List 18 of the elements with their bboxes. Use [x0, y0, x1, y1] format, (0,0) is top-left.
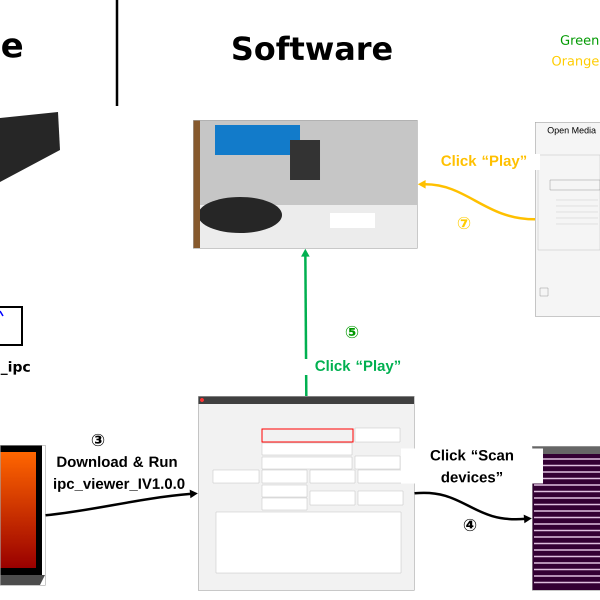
edge-label: Download & Run ipc_viewer_IV1.0.0 [54, 456, 184, 492]
terminal-screenshot [532, 446, 600, 591]
file-name: _ipc [0, 361, 30, 375]
legend-text: Green [560, 35, 598, 45]
step-number: ⑦ [458, 216, 470, 230]
app-window-screenshot [198, 396, 415, 591]
edge-label: Click “Play” [315, 360, 400, 374]
step-number: ⑤ [346, 326, 358, 338]
legend-text: Orange [552, 56, 599, 68]
edge-label: Click “Play” [441, 155, 526, 169]
video-screenshot [193, 120, 418, 249]
step-number: ④ [464, 518, 476, 532]
laptop-drawing [0, 445, 46, 586]
edge-label: Click “Scan devices” [430, 450, 514, 482]
heading: Software [233, 36, 392, 60]
step-number: ③ [92, 434, 104, 446]
node-label: Open Media [548, 126, 596, 136]
heading: e [2, 38, 22, 58]
